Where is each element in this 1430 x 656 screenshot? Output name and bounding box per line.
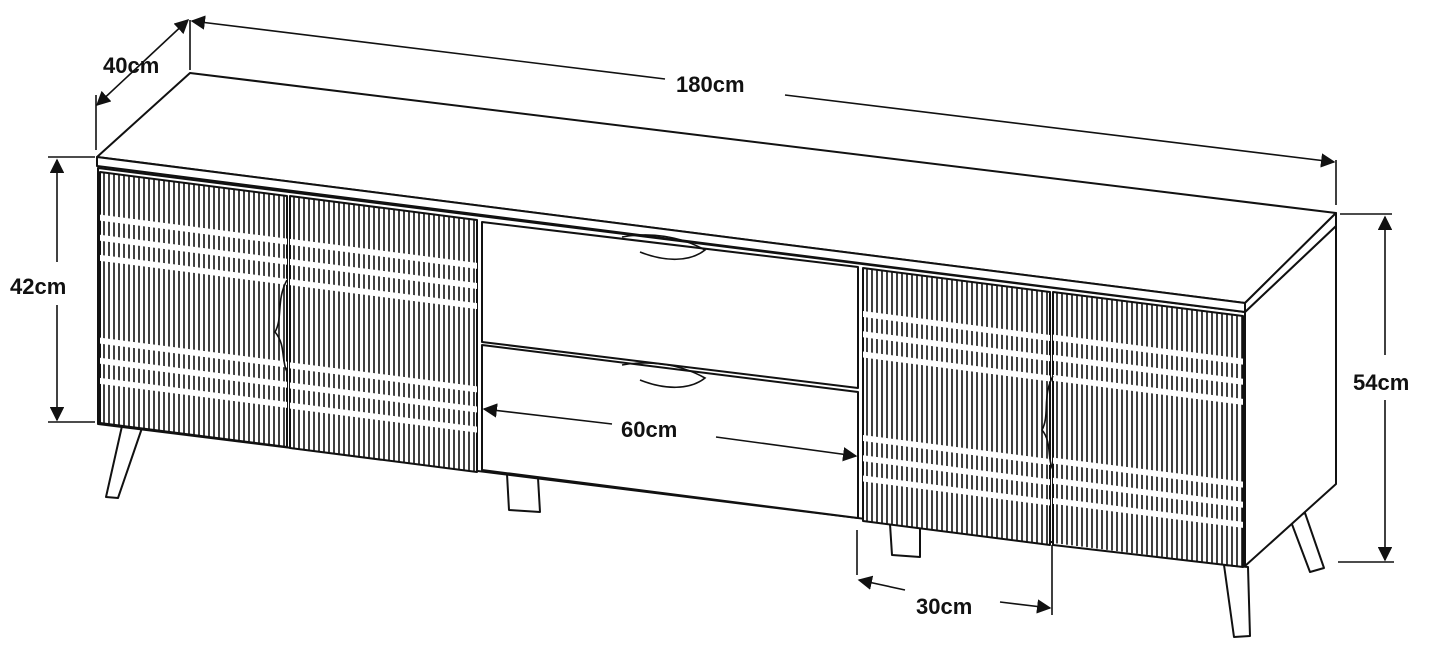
dimension-width-label: 180cm [676,72,745,97]
door-rib-band [100,337,287,368]
door-handle-right [1041,375,1054,471]
leg-front-left [105,425,143,499]
door-rib-band [1053,354,1243,385]
dimension-total-height: 54cm [1338,213,1409,563]
drawer-bottom [481,344,859,519]
door-rib-band [100,214,287,245]
dimension-width: 180cm [189,15,1337,205]
dimension-front-height: 42cm [10,156,95,423]
door-rib-band [100,234,287,265]
cabinet-top-side-edge [1244,212,1337,313]
leg-rear-left [506,473,541,513]
door-rib-band [1053,374,1243,405]
dimension-drawer-width-label: 60cm [621,417,677,442]
door-right-inner [862,267,1051,546]
door-rib-band [290,362,477,393]
door-rib-band [290,382,477,413]
cabinet-legs [105,425,1325,638]
door-rib-band [290,238,477,269]
door-rib-band [863,475,1050,506]
door-left-inner [289,195,478,473]
drawer-bottom-handle [621,362,707,389]
door-rib-band [290,279,477,310]
door-rib-band [863,311,1050,342]
dimension-depth: 40cm [95,19,190,150]
dimension-front-height-label: 42cm [10,274,66,299]
door-rib-band [863,455,1050,486]
door-left-outer [99,171,288,448]
drawer-top-handle [621,234,707,261]
door-rib-band [1053,334,1243,365]
dimension-total-height-label: 54cm [1353,370,1409,395]
door-rib-band [290,402,477,433]
door-handles [274,279,1054,471]
leg-rear-right [889,523,921,558]
door-rib-band [100,377,287,408]
door-rib-band [100,357,287,388]
door-rib-band [863,434,1050,465]
dimension-drawer-width: 60cm [482,403,858,462]
drawer-top [481,221,859,389]
door-right-outer [1052,291,1244,568]
door-rib-band [100,254,287,285]
dimension-door-width-label: 30cm [916,594,972,619]
leg-front-right [1223,564,1251,638]
door-rib-band [863,351,1050,382]
dimension-depth-label: 40cm [103,53,159,78]
dimension-door-width: 30cm [856,530,1053,619]
door-handle-left [274,279,288,373]
door-rib-band [1053,497,1243,528]
door-rib-band [1053,457,1243,488]
door-rib-band [863,331,1050,362]
door-rib-band [1053,477,1243,508]
door-rib-band [290,259,477,289]
